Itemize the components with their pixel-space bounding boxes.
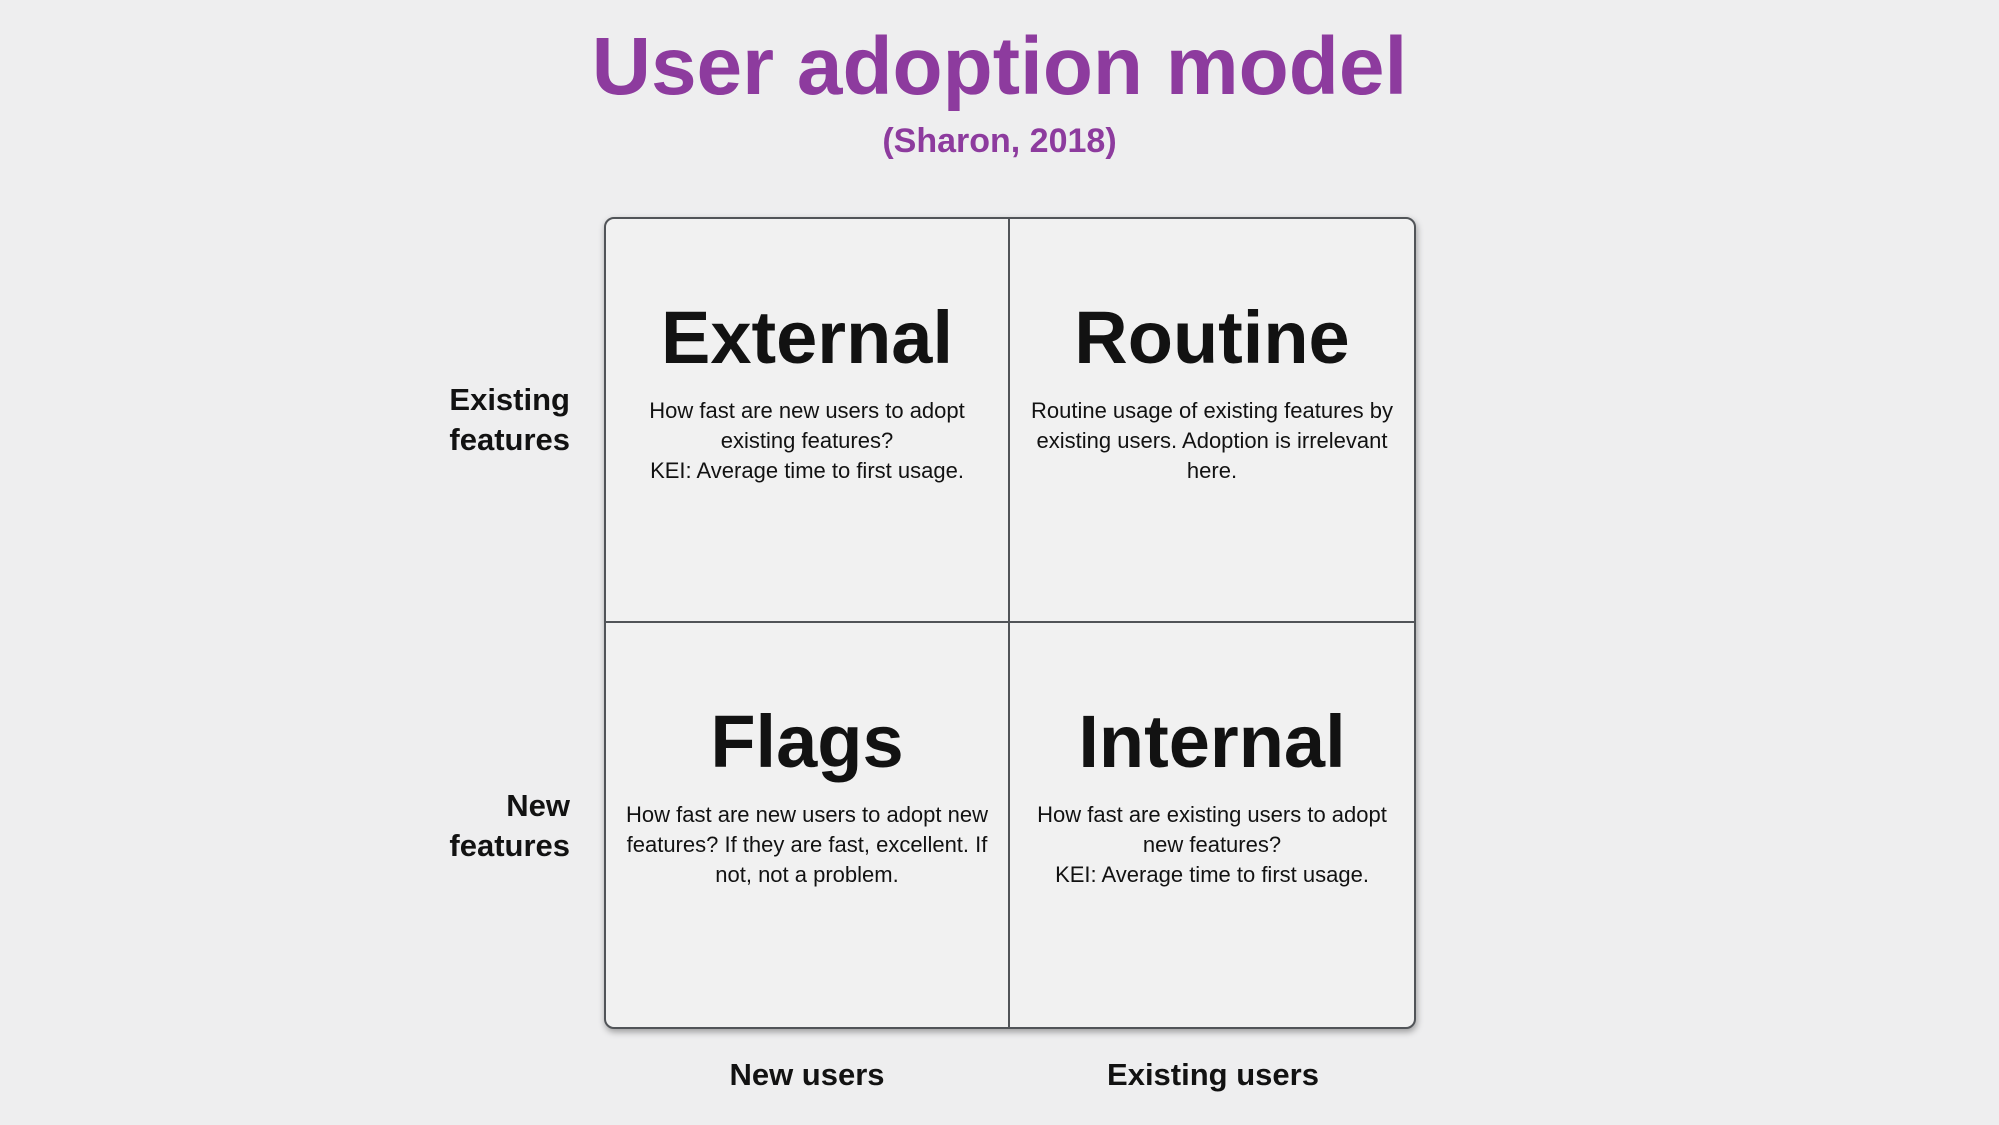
quadrant-title: External — [660, 296, 954, 379]
quadrant-external: External How fast are new users to adopt… — [606, 219, 1010, 623]
row-label-new-features: New features — [449, 788, 570, 863]
quadrant-description: Routine usage of existing features by ex… — [1030, 398, 1393, 484]
page-title: User adoption model — [591, 21, 1408, 112]
page-subtitle: (Sharon, 2018) — [882, 122, 1117, 161]
quadrant-title: Flags — [710, 700, 904, 783]
quadrant-title: Internal — [1078, 700, 1346, 783]
diagram-header: User adoption model (Sharon, 2018) — [0, 21, 1999, 161]
quadrant-title: Routine — [1074, 296, 1350, 379]
col-label-existing-users: Existing users — [1107, 1057, 1319, 1092]
quadrant-internal: Internal How fast are existing users to … — [1010, 623, 1414, 1027]
quadrant-description: How fast are existing users to adopt new… — [1037, 802, 1387, 888]
quadrant-routine: Routine Routine usage of existing featur… — [1010, 219, 1414, 623]
col-label-new-users: New users — [729, 1057, 885, 1092]
quadrant-description: How fast are new users to adopt existing… — [649, 398, 965, 484]
quadrant-matrix: External How fast are new users to adopt… — [604, 217, 1416, 1029]
quadrant-description: How fast are new users to adopt new feat… — [626, 802, 988, 888]
row-label-existing-features: Existing features — [449, 382, 570, 457]
quadrant-flags: Flags How fast are new users to adopt ne… — [606, 623, 1010, 1027]
